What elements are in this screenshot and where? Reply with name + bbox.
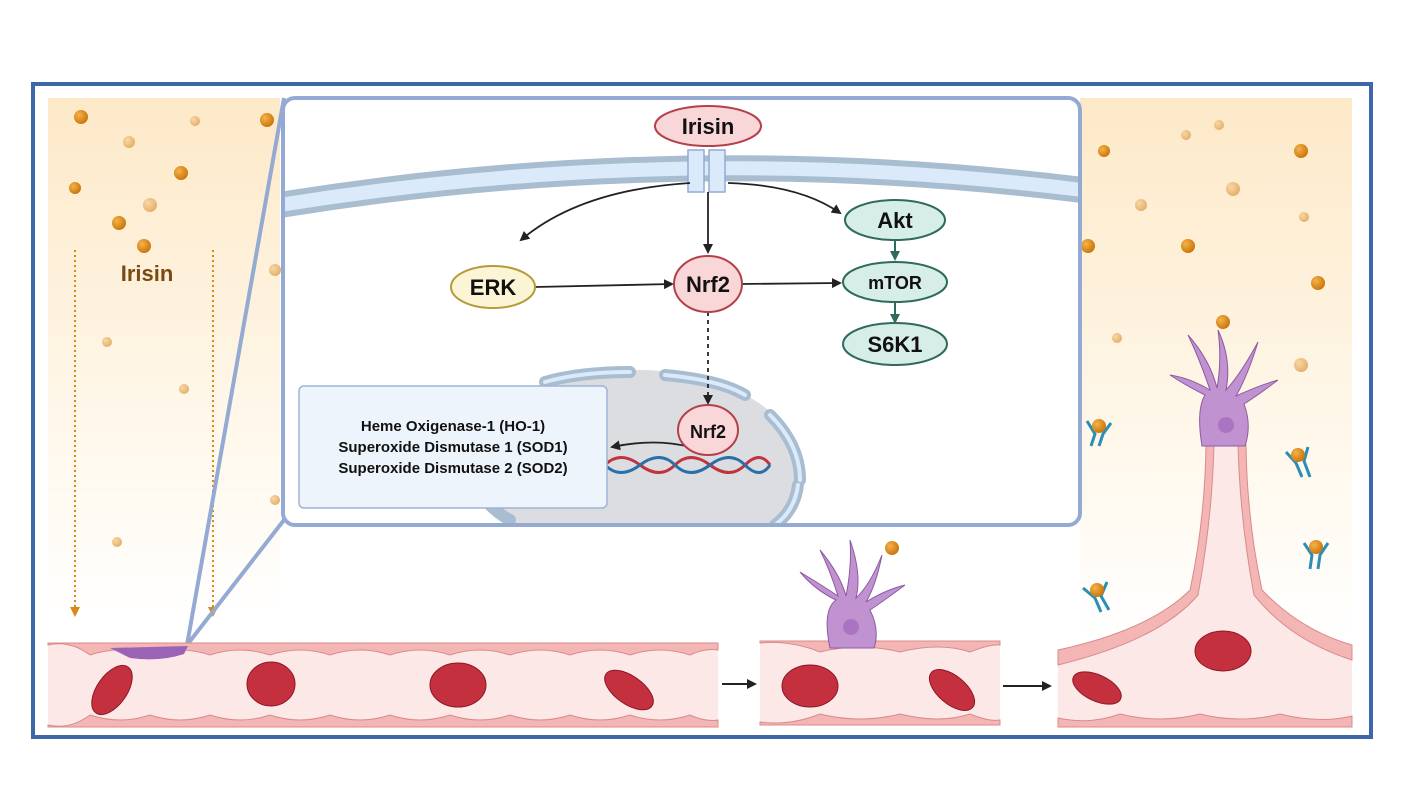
blood-vessel-1 (47, 642, 719, 728)
angiogenic-sprout (1057, 329, 1353, 728)
receptor-icons (1082, 419, 1330, 613)
svg-text:mTOR: mTOR (868, 273, 922, 293)
tip-cell-sprouting (1169, 329, 1279, 447)
pathway-edges (519, 182, 842, 451)
svg-text:Nrf2: Nrf2 (686, 272, 730, 297)
left-background (48, 98, 280, 618)
node-nrf2-nuclear: Nrf2 (677, 404, 739, 456)
edge-irisin-akt (727, 182, 842, 215)
dna-strand (603, 456, 772, 474)
gene-targets-box: Heme Oxigenase-1 (HO-1) Superoxide Dismu… (298, 385, 608, 509)
red-blood-cell (246, 661, 296, 707)
dna-strand (603, 456, 772, 474)
blood-vessel-2 (759, 539, 1001, 726)
red-blood-cell (781, 664, 839, 708)
svg-text:ERK: ERK (470, 275, 517, 300)
node-mtor: mTOR (842, 261, 948, 303)
irisin-receptor (687, 149, 705, 193)
red-blood-cell (1072, 671, 1122, 705)
gene-target-sod2: Superoxide Dismutase 2 (SOD2) (338, 460, 567, 477)
irisin-particles-right (1081, 120, 1325, 372)
red-blood-cell (429, 662, 487, 708)
irisin-outside-label: Irisin (121, 261, 174, 286)
red-blood-cell (1194, 630, 1252, 672)
edge-erk-nrf2 (534, 279, 674, 290)
red-blood-cell (604, 669, 654, 711)
node-akt: Akt (844, 199, 946, 241)
svg-text:Nrf2: Nrf2 (690, 422, 726, 442)
node-erk: ERK (450, 265, 536, 309)
zoom-callout-line-bottom (185, 518, 286, 647)
red-blood-cell (928, 669, 976, 711)
zoom-callout-line-top (185, 97, 286, 646)
edge-nrf2-mtor (741, 278, 842, 289)
gene-target-sod1: Superoxide Dismutase 1 (SOD1) (338, 439, 567, 456)
gene-target-ho1: Heme Oxigenase-1 (HO-1) (361, 418, 545, 435)
node-irisin: Irisin (654, 105, 762, 147)
red-blood-cell (91, 665, 133, 715)
svg-text:Irisin: Irisin (682, 114, 735, 139)
tip-cell-early (110, 646, 188, 660)
svg-text:Akt: Akt (877, 208, 913, 233)
edge-irisin-erk (519, 182, 691, 242)
tip-cell (799, 539, 906, 649)
svg-text:S6K1: S6K1 (867, 332, 922, 357)
node-s6k1: S6K1 (842, 322, 948, 366)
node-nrf2: Nrf2 (673, 255, 743, 313)
irisin-particles-left (69, 110, 281, 547)
